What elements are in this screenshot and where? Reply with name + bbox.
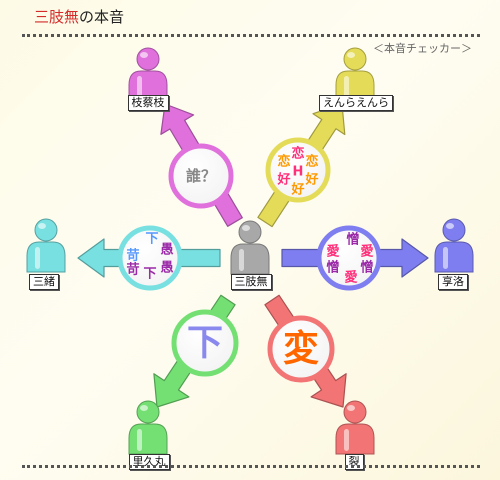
top-divider: [22, 34, 480, 37]
feeling-bubble-bottom-left-word: 下: [187, 323, 223, 364]
bubbles-layer: 誰？恋恋H恋好好好下愚苛苛愚下憎愛愛憎憎愛下変: [117, 137, 382, 383]
person-top-left-label: 枝蔡枝: [127, 95, 169, 111]
feeling-bubble-top-right-word: 好: [276, 172, 290, 188]
page-title: 三肢無の本音: [34, 6, 124, 27]
feeling-bubble-left-word: 下: [145, 232, 158, 247]
feeling-bubble-top-left: 誰？: [168, 143, 234, 209]
person-right-label: 享洛: [438, 274, 468, 290]
subtitle: ＜本音チェッカー＞: [373, 42, 472, 55]
feeling-bubble-top-right-word: 恋: [291, 146, 304, 162]
person-right-figure: [434, 218, 474, 273]
feeling-bubble-left-word: 下: [143, 267, 156, 282]
person-top-right-label: えんらえんら: [319, 95, 393, 111]
person-left-label: 三緒: [29, 274, 59, 290]
feeling-bubble-top-right: 恋恋H恋好好好: [265, 137, 331, 203]
person-top-left-figure: [128, 47, 168, 102]
person-bottom-right-figure: [335, 400, 375, 455]
feeling-bubble-bottom-right-word: 変: [283, 328, 319, 370]
title-suffix: の本音: [79, 8, 125, 26]
title-name: 三肢無: [34, 8, 80, 26]
people-layer: [26, 47, 474, 455]
feeling-bubble-right: 憎愛愛憎憎愛: [316, 225, 382, 291]
person-center-label: 三肢無: [230, 274, 272, 290]
feeling-bubble-top-right-word: 恋: [277, 154, 290, 170]
feeling-bubble-right-word: 憎: [360, 260, 373, 276]
feeling-bubble-bottom-left: 下: [171, 309, 239, 377]
feeling-bubble-top-right-word: H: [293, 165, 304, 180]
feeling-bubble-right-word: 憎: [326, 260, 339, 276]
feeling-bubble-top-right-word: 恋: [305, 154, 318, 170]
feeling-bubble-left: 下愚苛苛愚下: [117, 225, 183, 291]
feeling-bubble-left-word: 苛: [126, 248, 139, 264]
feeling-bubble-left-word: 愚: [160, 243, 173, 258]
feeling-bubble-left-word: 愚: [160, 261, 173, 276]
feeling-bubble-top-right-word: 好: [304, 172, 318, 188]
feeling-bubble-bottom-right: 変: [267, 315, 335, 383]
person-left-figure: [26, 218, 66, 273]
feeling-bubble-right-word: 愛: [360, 244, 373, 260]
feeling-bubble-right-word: 憎: [346, 232, 359, 248]
person-top-right-figure: [335, 47, 375, 102]
feeling-bubble-right-word: 愛: [326, 244, 339, 260]
feeling-bubble-left-word: 苛: [126, 262, 139, 278]
feeling-bubble-top-left-word: 誰？: [186, 167, 216, 185]
feeling-bubble-top-right-word: 好: [290, 182, 304, 198]
bottom-divider: [22, 465, 480, 468]
person-center-figure: [230, 220, 270, 275]
feeling-bubble-right-word: 愛: [344, 270, 357, 286]
person-bottom-left-figure: [128, 400, 168, 455]
